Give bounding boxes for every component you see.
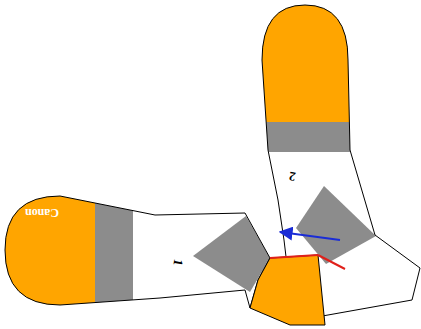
sock-one — [0, 190, 325, 325]
direction-arrow — [280, 232, 340, 240]
sock-cuff — [250, 255, 325, 325]
brand-text: Canon — [25, 207, 59, 219]
fold-line — [318, 255, 345, 269]
fold-line — [270, 255, 318, 258]
